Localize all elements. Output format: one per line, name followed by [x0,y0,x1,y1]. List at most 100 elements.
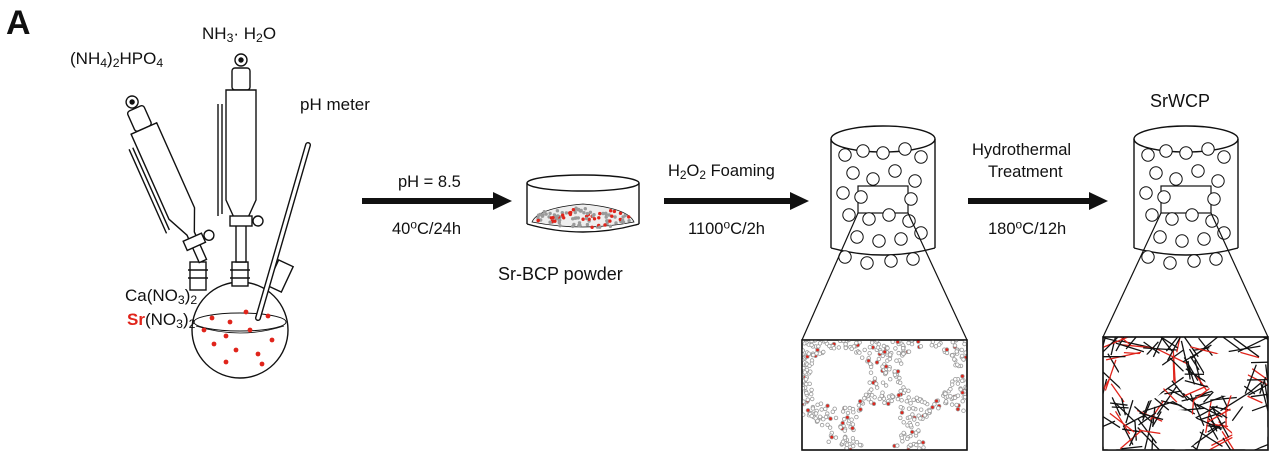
matrix-particle [845,415,850,420]
whisker-crystal [1261,337,1268,340]
matrix-particle [900,345,906,351]
whisker-crystal [1103,420,1116,428]
flask-dot [223,359,229,365]
matrix-particle [849,346,854,351]
scaffold-pore [1197,232,1211,246]
matrix-particle [934,398,939,404]
flask-neck-left [188,261,208,291]
matrix-particle [829,435,834,440]
matrix-particle [955,407,961,412]
whisker-crystal [1128,430,1138,447]
matrix-particle [958,387,963,392]
whisker-crystal [1151,437,1154,450]
arrow-step1 [362,192,512,210]
whisker-crystal [1160,400,1182,407]
whisker-crystal [1119,429,1143,450]
step1-ph-label: pH = 8.5 [398,173,461,191]
powder-particle [588,210,593,214]
powder-particle [554,216,559,221]
matrix-particle [878,349,883,355]
matrix-particle [880,380,886,385]
flask-dot [259,361,265,367]
step2-condition-label: 1100oC/2h [688,217,765,238]
matrix-particle [819,407,824,412]
matrix-particle [898,380,903,385]
scaffold-pore [872,234,886,248]
matrix-particle [827,343,832,349]
matrix-particle [960,378,965,383]
matrix-particle [911,406,916,411]
matrix-particle [840,409,846,414]
matrix-particle [809,413,814,419]
matrix-particle [862,347,867,353]
matrix-particle [808,369,813,374]
matrix-particle [887,367,892,372]
scaffold-pore [836,186,850,200]
whisker-crystal [1247,395,1263,404]
matrix-particle [895,396,901,402]
scaffold-pore [1169,172,1183,186]
matrix-particle [896,393,901,398]
matrix-particle [904,399,909,404]
scaffold-pore [914,150,928,164]
powder-particles [536,206,631,229]
process-arrows [362,192,1108,210]
matrix-particle [908,401,913,406]
matrix-particle [899,361,904,366]
flask-dot [211,341,217,347]
powder-particle [556,214,560,218]
step2-foaming-label: H2O2 Foaming [668,162,775,182]
matrix-particle [818,401,824,406]
matrix-particle [912,417,917,422]
matrix-particle [880,353,885,359]
whisker-crystal [1166,337,1182,362]
matrix-particle [802,412,806,417]
powder-particle [583,207,587,211]
matrix-particle [838,425,843,430]
scaffold-pore [898,142,912,156]
matrix-particle [857,350,862,355]
powder-particle [568,211,572,215]
matrix-particle [869,393,875,398]
matrix-particle [860,355,865,360]
inset-pore [1103,426,1124,450]
matrix-particle [802,370,807,375]
matrix-particle [906,395,911,400]
powder-particle [609,209,613,213]
phosphate-label: (NH4)2HPO4 [70,49,164,71]
matrix-particle [954,402,959,408]
matrix-particle [821,417,826,422]
whisker-crystal [1252,443,1268,450]
matrix-particle [921,445,926,450]
whisker-crystal [1248,383,1268,396]
matrix-particle [943,391,948,396]
powder-particle [542,210,546,214]
powder-particle [557,218,561,223]
scaffold-pore [888,164,902,178]
matrix-particle [960,399,965,404]
matrix-particle [842,435,848,440]
matrix-particle [905,436,910,441]
flask-dot [201,327,207,333]
ammonia-label: NH3· H2O [202,24,277,46]
product-label: SrWCP [1150,91,1210,111]
whisker-crystal [1156,385,1178,415]
powder-particle [536,218,540,223]
matrix-particle [867,351,872,356]
matrix-particle [918,416,923,421]
matrix-particle [840,420,845,426]
powder-particle [614,221,618,225]
matrix-particle [856,403,862,408]
whisker-crystal [1121,445,1143,450]
matrix-particle [948,394,953,399]
matrix-particle [882,400,887,405]
matrix-particle [825,422,830,427]
whisker-crystal [1187,360,1191,380]
matrix-particle [910,412,915,417]
whisker-crystal [1123,351,1141,355]
whisker-crystal [1142,401,1174,413]
powder-particle [548,220,552,224]
powder-particle [604,212,608,216]
powder-particle [561,213,565,217]
matrix-particle [819,422,825,428]
